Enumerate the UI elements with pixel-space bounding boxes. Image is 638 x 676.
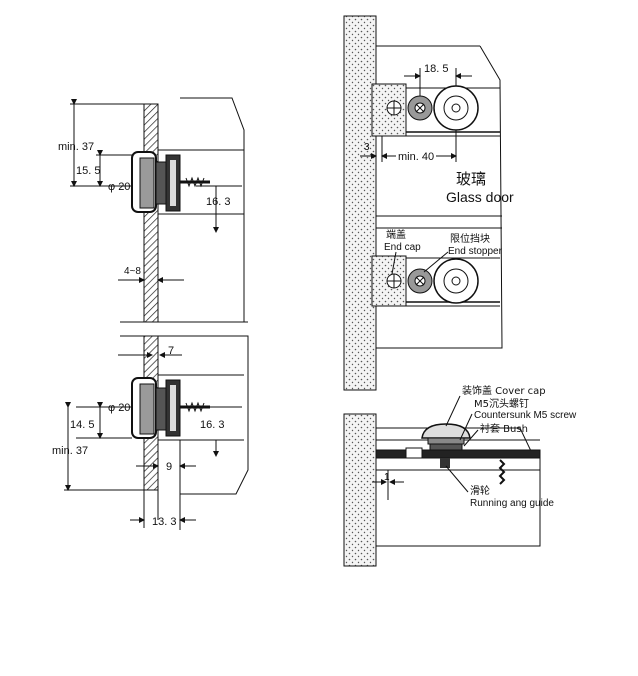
dim-18-5: 18. 5 <box>424 63 448 75</box>
left-section-view: min. 37 15. 5 φ 20 16. 3 4~8 7 φ 20 14. … <box>52 97 249 530</box>
dim-phi20-top: φ 20 <box>108 181 130 193</box>
end-stopper-cn: 限位挡块 <box>450 232 490 245</box>
dim-gap-4-8: 4~8 <box>124 266 141 277</box>
dim-7: 7 <box>168 345 174 357</box>
lower-roller-assembly <box>131 377 210 439</box>
dim-16-3-bottom: 16. 3 <box>200 419 224 431</box>
dim-9: 9 <box>166 461 172 473</box>
label-guide-cn: 滑轮 <box>470 484 490 497</box>
glass-door-en: Glass door <box>446 189 514 205</box>
dim-14-5: 14. 5 <box>70 419 94 431</box>
glass-section-bar <box>375 449 541 459</box>
end-cap-en: End cap <box>384 242 421 253</box>
upper-roller-set <box>371 83 479 137</box>
dim-phi20-bottom: φ 20 <box>108 402 130 414</box>
label-screw-cn: M5沉头螺钉 <box>474 397 529 410</box>
upper-roller-assembly <box>131 151 210 213</box>
left-door-outline-top <box>180 97 245 323</box>
end-cap-cn: 端盖 <box>386 228 406 241</box>
dim-3: 3 <box>364 142 370 153</box>
dim-15-5: 15. 5 <box>76 165 100 177</box>
wall-concrete-top <box>343 15 377 391</box>
glass-door-cn: 玻璃 <box>456 170 486 188</box>
dim-min37-bottom: min. 37 <box>52 445 88 457</box>
dim-1: 1 <box>384 472 390 483</box>
label-cover-cap: 装饰盖 Cover cap <box>462 384 546 397</box>
label-bush: 衬套 Bush <box>480 422 528 435</box>
lower-roller-set <box>371 255 479 307</box>
label-screw-en: Countersunk M5 screw <box>474 410 577 421</box>
bottom-right-section-view: 装饰盖 Cover cap M5沉头螺钉 Countersunk M5 scre… <box>343 384 577 567</box>
dim-16-3-top: 16. 3 <box>206 196 230 208</box>
cover-cap-assembly <box>405 423 506 485</box>
left-door-outline-bottom <box>180 335 249 495</box>
dim-min37-top: min. 37 <box>58 141 94 153</box>
wall-concrete-bottom <box>343 413 377 567</box>
dim-13-3: 13. 3 <box>152 516 176 528</box>
dim-min40: min. 40 <box>398 151 434 163</box>
label-guide-en: Running ang guide <box>470 498 554 509</box>
top-right-plan-view: 18. 5 3 min. 40 玻璃 Glass door 端盖 End cap… <box>343 15 514 391</box>
end-stopper-en: End stopper <box>448 246 503 257</box>
